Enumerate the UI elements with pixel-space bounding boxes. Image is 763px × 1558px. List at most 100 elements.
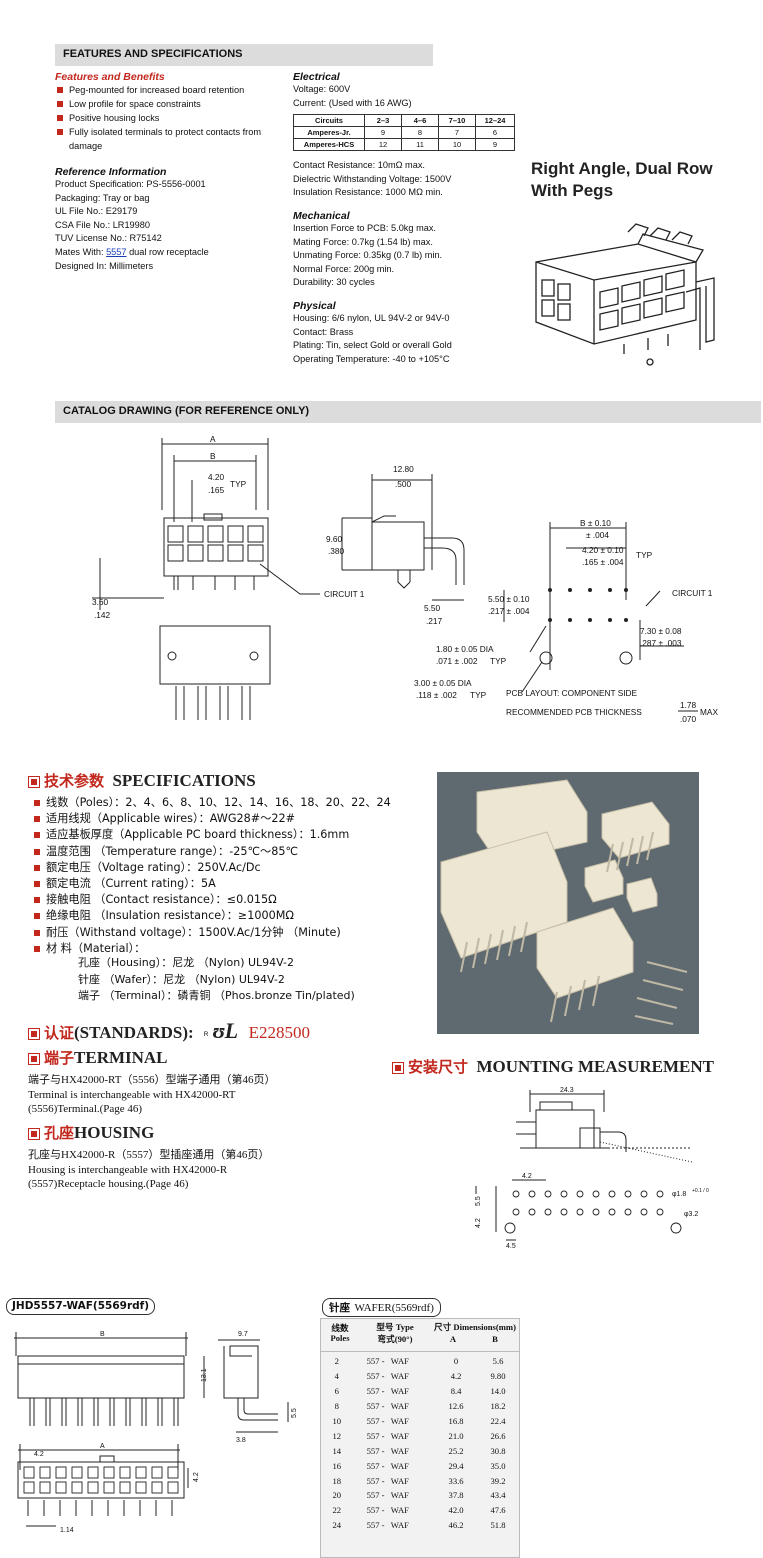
electrical-item: Current: (Used with 16 AWG) [293, 97, 412, 108]
table-cell: Amperes-Jr. [293, 126, 365, 140]
spec-item: 适应基板厚度（Applicable PC board thickness）：1.… [34, 827, 444, 843]
table-cell: 6 [334, 1386, 339, 1397]
header-type-en: Type [395, 1322, 414, 1332]
table-cell: 2 [334, 1356, 339, 1367]
terminal-line: Terminal is interchangeable with HX42000… [28, 1088, 236, 1101]
spec-item: 线数（Poles）：2、4、6、8、10、12、14、16、18、20、22、2… [34, 795, 444, 811]
material-item: 端子 （Terminal）：磷青铜 （Phos.bronze Tin/plate… [78, 989, 355, 1002]
table-cell: 18.2 [490, 1401, 506, 1412]
mounting-title-cn: 安装尺寸 [408, 1058, 469, 1076]
features-header: FEATURES AND SPECIFICATIONS [55, 44, 433, 66]
table-cell: 9.80 [490, 1371, 506, 1382]
electrical-item: Voltage: 600V [293, 84, 351, 94]
table-cell: 8 [334, 1401, 339, 1412]
table-cell: 557 - WAF [366, 1445, 409, 1456]
current-table: Circuits 2–3 4–6 7–10 12–24 Amperes-Jr. … [293, 114, 515, 152]
benefit-item: Peg-mounted for increased board retentio… [55, 83, 285, 97]
mates-link[interactable]: 5557 [106, 246, 127, 257]
bullet-square-icon [28, 1127, 40, 1140]
label-b004: ± .004 [586, 530, 609, 540]
spec-item: 温度范围 （Temperature range）：-25℃～85℃ [34, 844, 444, 860]
mounting-title-en: MOUNTING MEASUREMENT [476, 1057, 715, 1076]
label-circuit1b: CIRCUIT 1 [672, 588, 713, 598]
table-cell: 557 - WAF [366, 1460, 409, 1471]
mount-dim-42: 4.2 [522, 1173, 532, 1180]
mechanical-title: Mechanical [293, 209, 350, 222]
product-title-line: Right Angle, Dual Row [531, 159, 713, 178]
physical-title: Physical [293, 299, 336, 312]
wafer-dim-42v: 4.2 [193, 1472, 200, 1482]
label-dtyp: TYP [490, 656, 507, 666]
wafer-dim-42: 4.2 [34, 1451, 44, 1458]
benefit-item: Low profile for space constraints [55, 97, 285, 111]
standards-en: (STANDARDS): [74, 1023, 194, 1042]
table-cell: 0 [453, 1356, 459, 1367]
spec-item: 额定电压（Voltage rating）：250V.Ac/Dc [34, 860, 444, 876]
terminal-line: (5556)Terminal.(Page 46) [28, 1103, 143, 1115]
table-cell: 7–10 [438, 114, 476, 128]
table-cell: 2–3 [364, 114, 402, 128]
table-cell: 35.0 [490, 1460, 506, 1471]
table-cell: 12 [332, 1430, 342, 1441]
housing-en: HOUSING [74, 1123, 155, 1142]
header-poles: 线数 Poles [321, 1319, 359, 1351]
label-pcb-den: .070 [680, 714, 697, 724]
mount-dim-55: 5.5 [475, 1196, 482, 1206]
table-cell: 8.4 [450, 1386, 462, 1397]
bullet-square-icon [28, 775, 40, 788]
electrical-item: Insulation Resistance: 1000 MΩ min. [293, 187, 443, 198]
label-d300: 3.00 ± 0.05 DIA [414, 678, 472, 688]
table-cell: 557 - WAF [366, 1475, 409, 1486]
label-pcb-num: 1.78 [680, 700, 697, 710]
table-cell: 14 [332, 1445, 342, 1456]
label-peg-mm: 3.60 [92, 597, 109, 607]
header-type-cn: 型号 [376, 1322, 394, 1332]
header-dim-a: A [449, 1334, 457, 1344]
table-cell: 37.8 [448, 1490, 464, 1501]
label-p287: .287 ± .003 [640, 638, 682, 648]
reference-item: Packaging: Tray or bag [55, 192, 150, 203]
mates-suffix: dual row receptacle [126, 246, 209, 257]
material-item: 孔座（Housing）：尼龙 （Nylon) UL94V-2 [78, 956, 295, 969]
table-cell: 4 [334, 1371, 339, 1382]
specs-title-en: SPECIFICATIONS [112, 771, 256, 790]
mounting-drawing: 24.3 4.2 5.5 4.2 4.5 φ1.8 +0.1 / 0 φ3.2 [475, 1087, 709, 1250]
table-cell: 10 [438, 138, 476, 152]
label-p730: 7.30 ± 0.08 [640, 626, 682, 636]
wafer-dim-a: A [100, 1443, 105, 1450]
table-cell: 22.4 [490, 1416, 506, 1426]
wafer-table-title-cn: 针座 [329, 1302, 350, 1314]
mates-prefix: Mates With: [55, 246, 107, 257]
catalog-drawing: A B 4.20 .165 TYP 12.80 .500 9.60 .380 3… [92, 434, 718, 724]
table-cell: 26.6 [490, 1430, 506, 1441]
specs-title-cn: 技术参数 [44, 772, 105, 790]
table-cell: 47.6 [490, 1505, 506, 1516]
label-p217: .217 ± .004 [488, 606, 530, 616]
wafer-table-title-en: WAFER(5569rdf) [354, 1302, 434, 1314]
bullet-square-icon [392, 1061, 404, 1074]
table-cell: 21.0 [448, 1430, 464, 1441]
housing-text: 孔座与HX42000-R（5557）型插座通用（第46页） Housing is… [28, 1148, 269, 1192]
table-cell: 14.0 [490, 1386, 506, 1397]
spec-item: 绝缘电阻 （Insulation resistance）：≥1000MΩ [34, 908, 444, 924]
header-dim-b: B [492, 1334, 498, 1344]
mechanical-item: Unmating Force: 0.35kg (0.7 lb) min. [293, 250, 443, 261]
table-cell: 557 - WAF [366, 1371, 409, 1382]
label-dtyp2: TYP [470, 690, 487, 700]
table-cell: 557 - WAF [366, 1505, 409, 1516]
standards-row: 认证(STANDARDS): ᴿ ʊL E228500 [28, 1018, 310, 1044]
mount-dim-hole-tol: +0.1 / 0 [692, 1188, 709, 1194]
standards-cn: 认证 [44, 1024, 75, 1042]
table-cell: 12.6 [448, 1401, 464, 1412]
label-w-mm: 12.80 [393, 464, 414, 474]
ul-mark-r: ᴿ [204, 1030, 209, 1040]
label-d071: .071 ± .002 [436, 656, 478, 666]
